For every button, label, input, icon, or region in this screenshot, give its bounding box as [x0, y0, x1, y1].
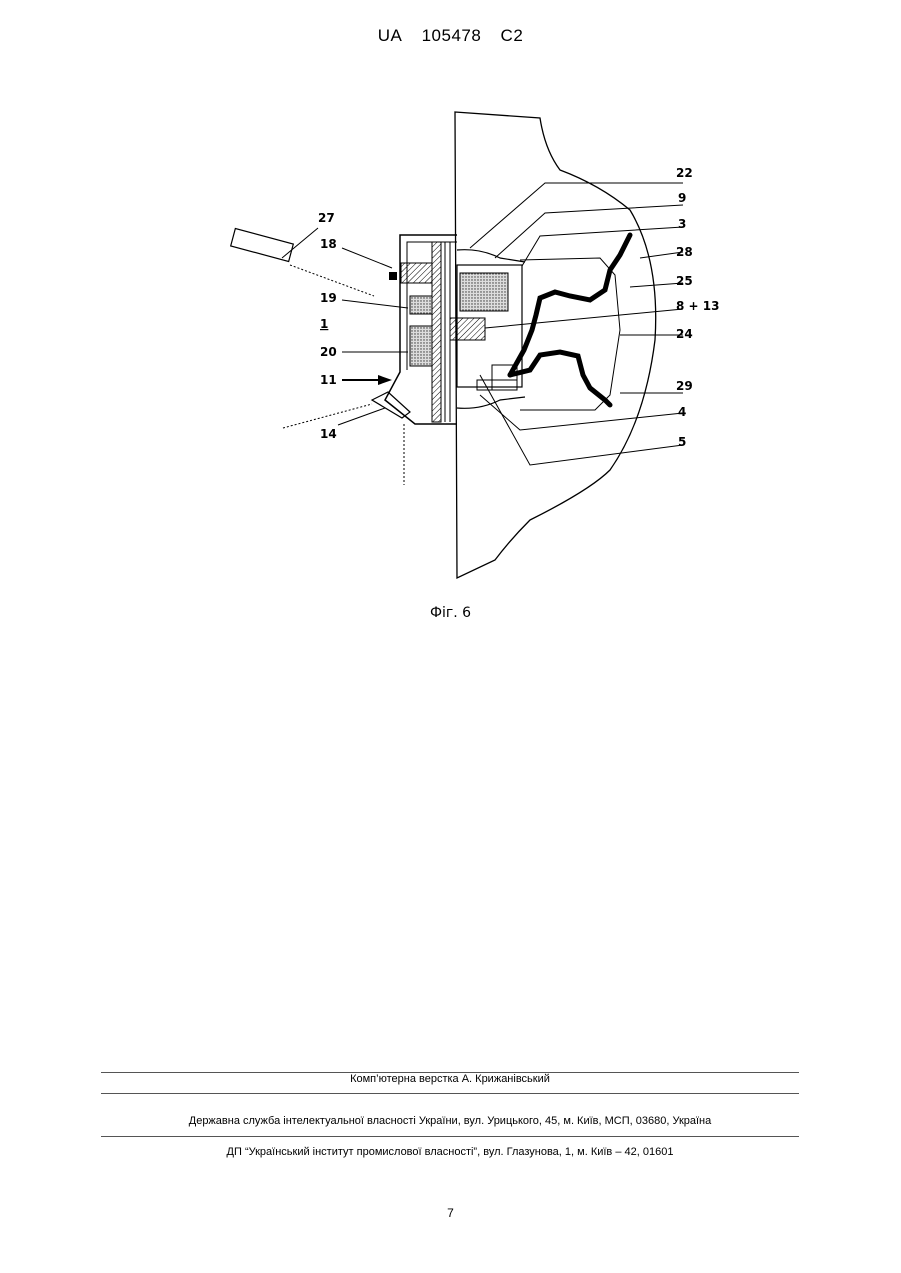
page-number: 7	[0, 1206, 901, 1220]
label-24: 24	[676, 327, 693, 341]
label-14: 14	[320, 427, 337, 441]
bolt-8-13	[450, 318, 485, 340]
figure-caption: Фіг. 6	[0, 605, 901, 621]
office-address: Державна служба інтелектуальної власност…	[101, 1115, 799, 1127]
part-19	[410, 296, 432, 314]
label-20: 20	[320, 345, 337, 359]
footer-rule-middle	[101, 1093, 799, 1094]
label-18: 18	[320, 237, 337, 251]
label-29: 29	[676, 379, 693, 393]
label-27: 27	[318, 211, 335, 225]
label-19: 19	[320, 291, 337, 305]
label-8-13: 8 + 13	[676, 299, 719, 313]
part-20	[410, 326, 432, 366]
layout-credit: Комп’ютерна верстка А. Крижанівський	[101, 1073, 799, 1085]
label-22: 22	[676, 166, 693, 180]
part-18	[401, 263, 432, 283]
label-3: 3	[678, 217, 686, 231]
label-28: 28	[676, 245, 693, 259]
central-plate	[432, 242, 441, 422]
wall-outline	[455, 112, 656, 578]
label-25: 25	[676, 274, 693, 288]
label-1: 1	[320, 317, 328, 331]
footer-rule-bottom	[101, 1136, 799, 1137]
label-4: 4	[678, 405, 686, 419]
institute-address: ДП “Український інститут промислової вла…	[101, 1146, 799, 1158]
patent-drawing: 27 18 19 1 20 11 14 22 9 3 28 25 8 + 13 …	[0, 0, 901, 640]
label-11: 11	[320, 373, 337, 387]
label-9: 9	[678, 191, 686, 205]
label-5: 5	[678, 435, 686, 449]
